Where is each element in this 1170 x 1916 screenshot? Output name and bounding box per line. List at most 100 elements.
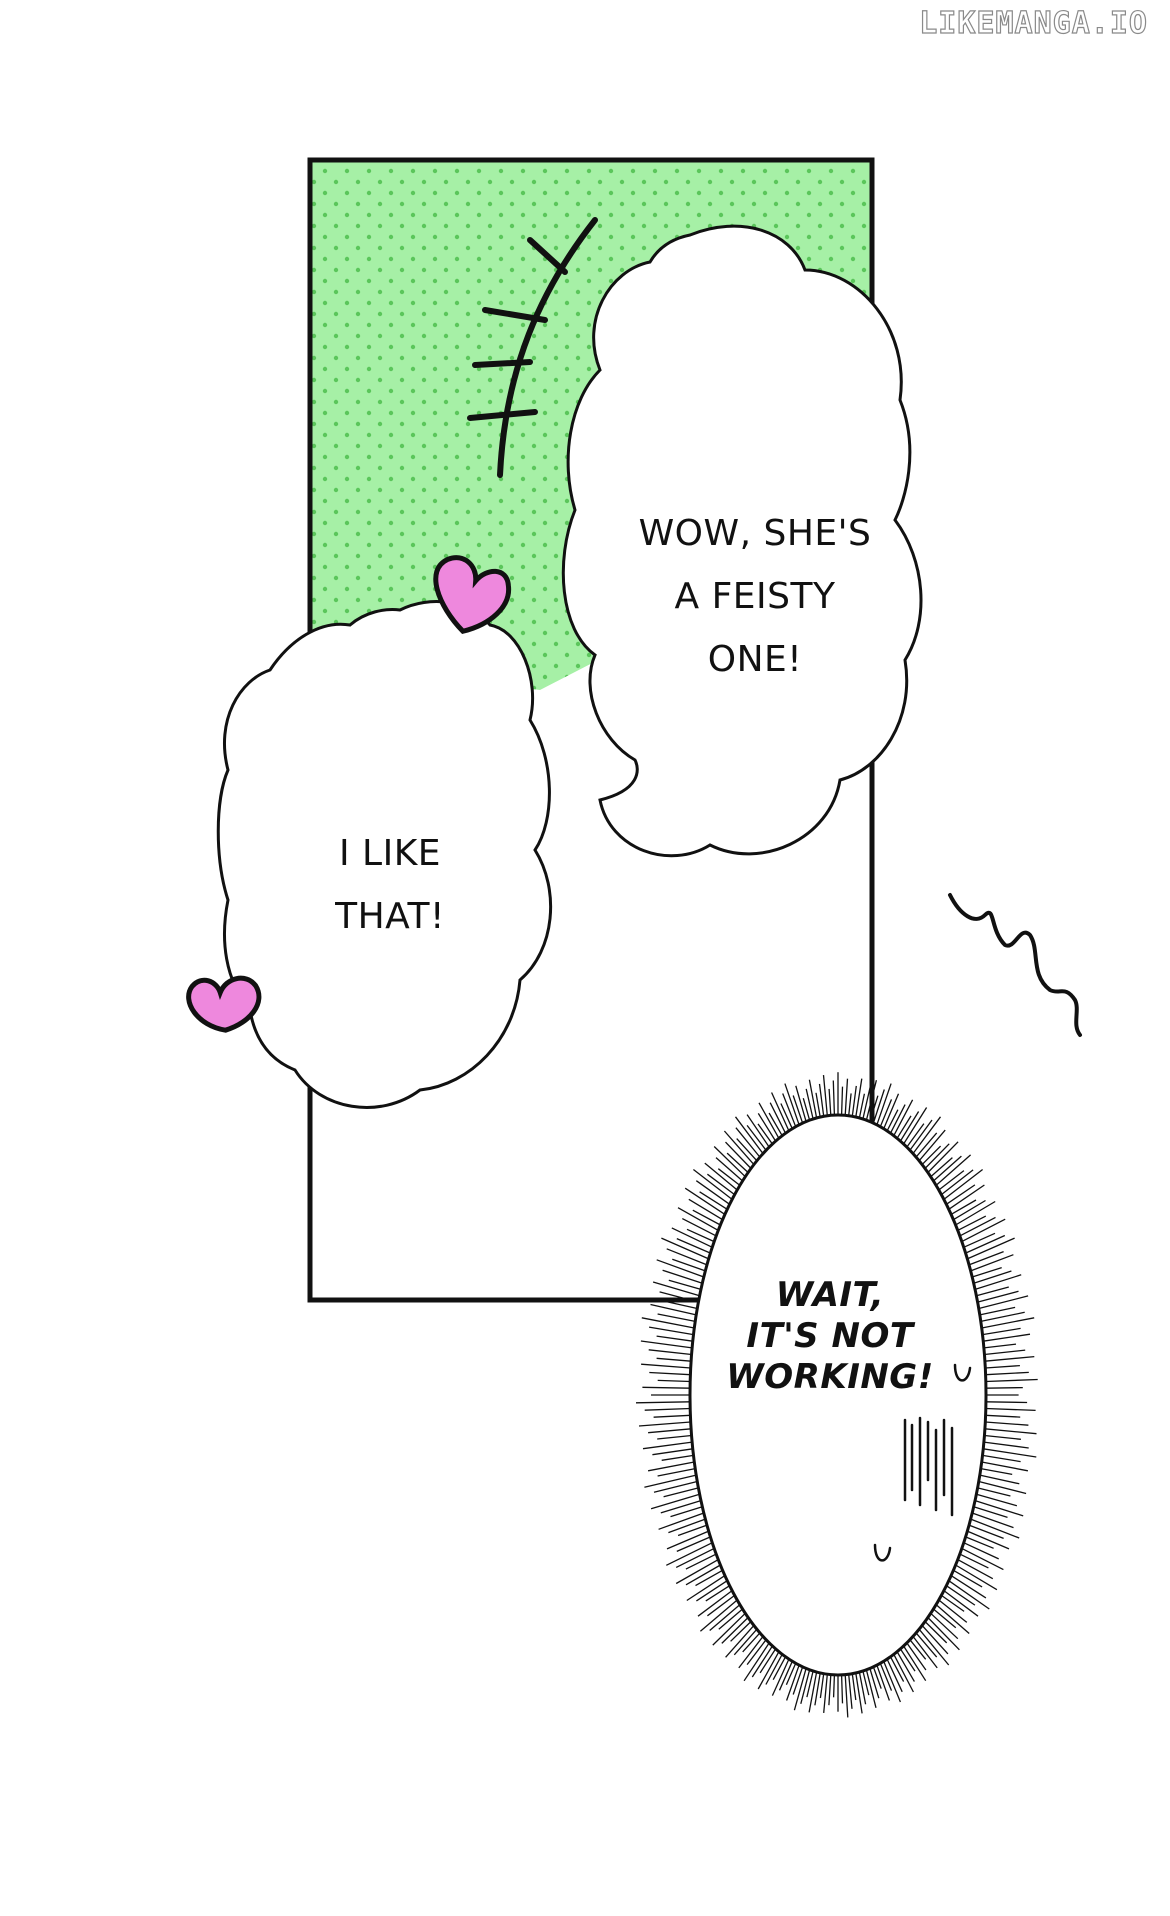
burst-line xyxy=(957,1215,987,1231)
burst-line xyxy=(983,1441,1029,1449)
burst-line xyxy=(757,1651,780,1690)
burst-line xyxy=(932,1608,957,1629)
burst-line xyxy=(780,1103,793,1129)
burst-line xyxy=(656,1335,693,1342)
burst-line xyxy=(699,1191,728,1210)
burst-line xyxy=(723,1130,755,1166)
burst-line xyxy=(985,1407,1036,1412)
burst-line xyxy=(735,1127,761,1158)
burst-line xyxy=(896,1115,912,1139)
burst-line xyxy=(985,1386,1023,1389)
burst-line xyxy=(955,1564,998,1591)
burst-line xyxy=(938,1599,968,1623)
burst-line xyxy=(738,1636,764,1669)
burst-line xyxy=(685,1553,717,1570)
burst-line xyxy=(927,1141,959,1173)
burst-line xyxy=(869,1668,880,1699)
burst-line xyxy=(918,1129,946,1162)
burst-line xyxy=(795,1085,807,1122)
burst-line xyxy=(792,1095,804,1124)
feisty-bubble-text: WOW, SHE'S A FEISTY ONE! xyxy=(620,502,890,691)
burst-line xyxy=(965,1536,994,1549)
burst-line xyxy=(666,1542,713,1566)
burst-line xyxy=(906,1642,927,1671)
burst-line xyxy=(983,1333,1031,1342)
burst-line xyxy=(893,1654,914,1693)
burst-line xyxy=(935,1604,970,1634)
burst-line xyxy=(832,1674,836,1698)
burst-line xyxy=(677,1207,719,1231)
burst-line xyxy=(872,1089,885,1124)
burst-line xyxy=(705,1585,730,1602)
burst-line xyxy=(771,1092,790,1132)
burst-line xyxy=(879,1099,893,1127)
burst-line xyxy=(652,1448,693,1456)
burst-line xyxy=(778,1661,793,1691)
burst-line xyxy=(979,1306,1016,1316)
burst-line xyxy=(785,1664,800,1701)
burst-line xyxy=(848,1093,852,1116)
burst-line xyxy=(862,1086,871,1120)
burst-line xyxy=(981,1461,1029,1472)
burst-line xyxy=(883,1093,900,1129)
burst-line xyxy=(876,1664,891,1701)
burst-line xyxy=(858,1671,867,1705)
burst-line xyxy=(772,1656,787,1681)
feisty-bubble xyxy=(561,224,923,858)
text-line: THAT! xyxy=(335,896,445,937)
burst-line xyxy=(985,1414,1021,1418)
burst-line xyxy=(912,1116,942,1154)
burst-line xyxy=(984,1434,1021,1440)
burst-line xyxy=(765,1653,783,1685)
burst-line xyxy=(979,1474,1020,1485)
burst-line xyxy=(848,1674,853,1709)
burst-line xyxy=(658,1512,705,1530)
burst-line xyxy=(668,1518,706,1534)
burst-line xyxy=(650,1493,700,1510)
burst-line xyxy=(670,1506,703,1518)
burst-line xyxy=(663,1487,699,1498)
burst-line xyxy=(718,1608,744,1630)
burst-line xyxy=(682,1218,717,1237)
burst-line xyxy=(638,1421,691,1427)
burst-line xyxy=(851,1673,857,1701)
burst-line xyxy=(899,1111,920,1142)
burst-line xyxy=(721,1617,749,1644)
burst-line xyxy=(696,1580,728,1602)
burst-line xyxy=(971,1512,1014,1529)
burst-line xyxy=(879,1663,893,1691)
burst-line xyxy=(903,1645,927,1682)
burst-line xyxy=(943,1168,983,1200)
burst-line xyxy=(985,1378,1038,1383)
burst-line xyxy=(984,1428,1037,1435)
zigzag-effect xyxy=(948,893,1082,1037)
burst-line xyxy=(688,1198,723,1221)
burst-line xyxy=(961,1547,1004,1571)
burst-line xyxy=(921,1624,949,1655)
burst-line xyxy=(784,1083,800,1126)
burst-line xyxy=(950,1199,977,1215)
wait-bubble xyxy=(688,1113,988,1677)
burst-line xyxy=(635,1401,691,1404)
burst-line xyxy=(980,1311,1025,1323)
burst-line xyxy=(909,1639,927,1660)
burst-line xyxy=(641,1317,695,1329)
burst-line xyxy=(985,1371,1029,1376)
burst-line xyxy=(657,1434,692,1440)
burst-line xyxy=(893,1099,914,1137)
burst-line xyxy=(985,1421,1029,1426)
burst-line xyxy=(855,1078,863,1118)
burst-line xyxy=(912,1636,938,1669)
burst-line xyxy=(717,1168,741,1186)
burst-line xyxy=(876,1083,892,1126)
burst-line xyxy=(792,1666,804,1695)
burst-line xyxy=(883,1661,902,1703)
burst-line xyxy=(982,1327,1021,1336)
burst-line xyxy=(823,1674,828,1713)
burst-line xyxy=(973,1270,1012,1284)
burst-line xyxy=(869,1095,879,1122)
burst-line xyxy=(676,1536,711,1552)
burst-line xyxy=(768,1112,783,1137)
burst-line xyxy=(726,1152,749,1173)
burst-line xyxy=(840,1086,844,1116)
